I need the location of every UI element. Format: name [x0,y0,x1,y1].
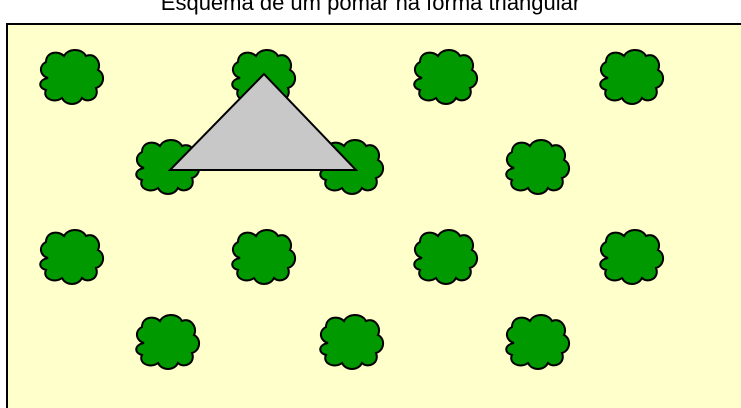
tree-crown-icon [40,230,103,284]
tree-crown-icon [600,230,663,284]
tree-crown-icon [232,230,295,284]
tree-crown-icon [136,315,199,369]
tree-crown-icon [414,230,477,284]
tree-crown-icon [600,50,663,104]
tree-crown-icon [320,315,383,369]
tree-crown-icon [506,315,569,369]
tree-crown-icon [40,50,103,104]
tree-crown-icon [414,50,477,104]
tree-crown-icon [506,140,569,194]
